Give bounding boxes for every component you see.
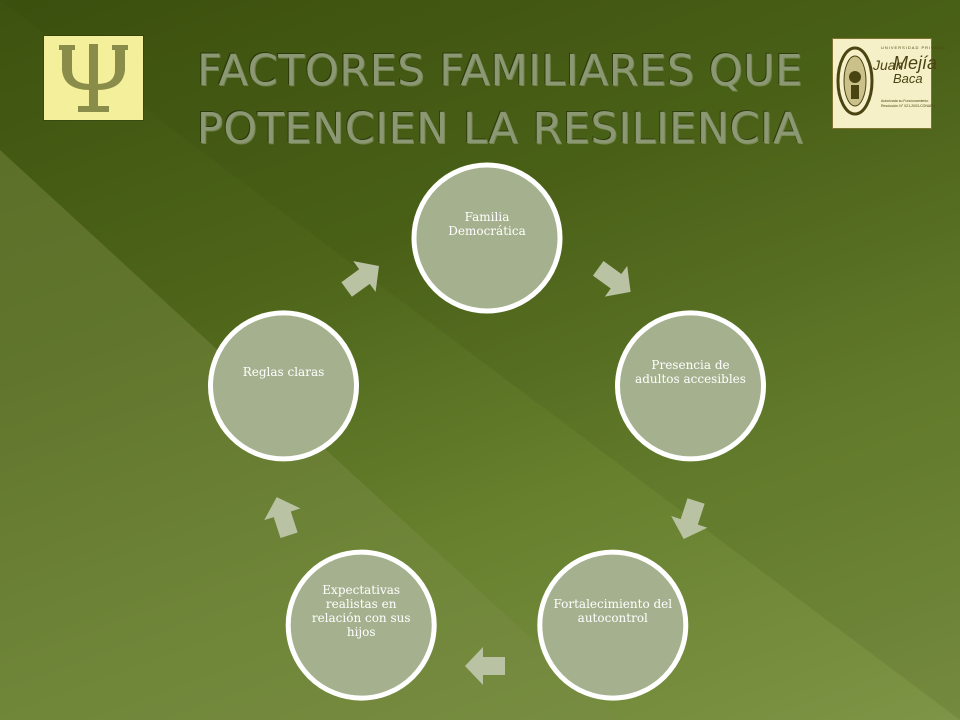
university-logo: UNIVERSIDAD PRIVADA Juan Mejía Baca Auto… <box>832 38 945 129</box>
cycle-node <box>537 549 689 701</box>
title-line-2: POTENCIEN LA RESILIENCIA <box>196 104 804 154</box>
university-fine-print-2: Resolución N° 021-2003-CONAFU <box>881 104 935 108</box>
cycle-node <box>285 549 437 701</box>
title-line-1: FACTORES FAMILIARES QUE <box>197 46 803 96</box>
slide-title: FACTORES FAMILIARES QUE POTENCIEN LA RES… <box>160 42 840 158</box>
cycle-arrow <box>465 647 505 685</box>
cycle-node <box>208 310 359 462</box>
cycle-node <box>411 162 563 314</box>
cycle-node-label: Presencia de adultos accesibles <box>635 357 746 386</box>
cycle-node-label: Familia Democrática <box>448 210 526 238</box>
university-top-text: UNIVERSIDAD PRIVADA <box>881 45 946 50</box>
psi-icon <box>59 44 128 112</box>
university-name-mejia: Mejía <box>893 53 938 73</box>
cycle-arrow <box>671 498 708 540</box>
university-fine-print-1: Autorizada su Funcionamiento <box>881 99 929 103</box>
psi-logo <box>44 36 143 120</box>
university-name-juan: Juan <box>873 57 904 73</box>
university-name-baca: Baca <box>893 71 923 86</box>
cycle-node-label: Expectativas realistas en relación con s… <box>311 583 411 640</box>
cycle-arrow <box>592 261 631 297</box>
cycle-arrow <box>264 497 301 539</box>
university-seal-icon <box>836 46 874 116</box>
cycle-arrow <box>341 261 379 297</box>
cycle-node-label: Fortalecimiento del autocontrol <box>553 597 673 626</box>
cycle-node-label: Reglas claras <box>242 364 325 379</box>
cycle-node <box>615 310 766 462</box>
